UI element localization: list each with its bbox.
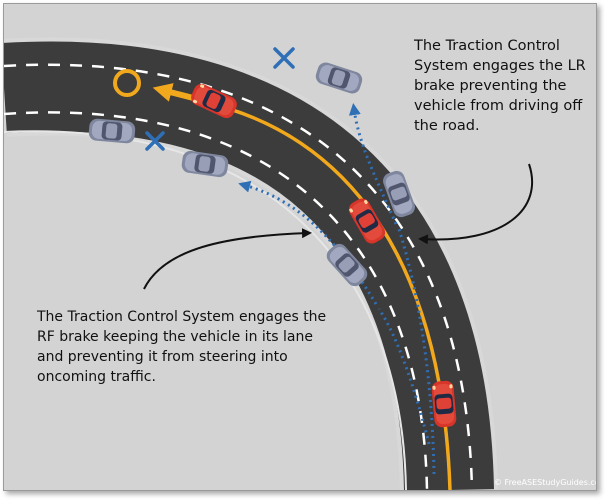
red-car-entry bbox=[431, 380, 457, 428]
gray-car-left-edge bbox=[88, 118, 136, 144]
circle-target-icon bbox=[113, 69, 141, 97]
understeer-path-arrow bbox=[238, 180, 378, 305]
diagram-frame: The Traction Control System engages the … bbox=[3, 3, 597, 491]
callout-line-lr bbox=[418, 163, 534, 245]
lr-brake-annotation: The Traction Control System engages the … bbox=[414, 38, 586, 134]
understeer-path-tail bbox=[377, 308, 431, 445]
copyright-notice: © FreeASEStudyGuides.com bbox=[494, 478, 597, 487]
x-mark-icon bbox=[145, 131, 165, 151]
callout-line-rf bbox=[143, 228, 312, 290]
x-mark-icon bbox=[273, 47, 295, 69]
traction-control-diagram bbox=[4, 4, 596, 490]
rf-brake-annotation: The Traction Control System engages the … bbox=[37, 309, 327, 385]
